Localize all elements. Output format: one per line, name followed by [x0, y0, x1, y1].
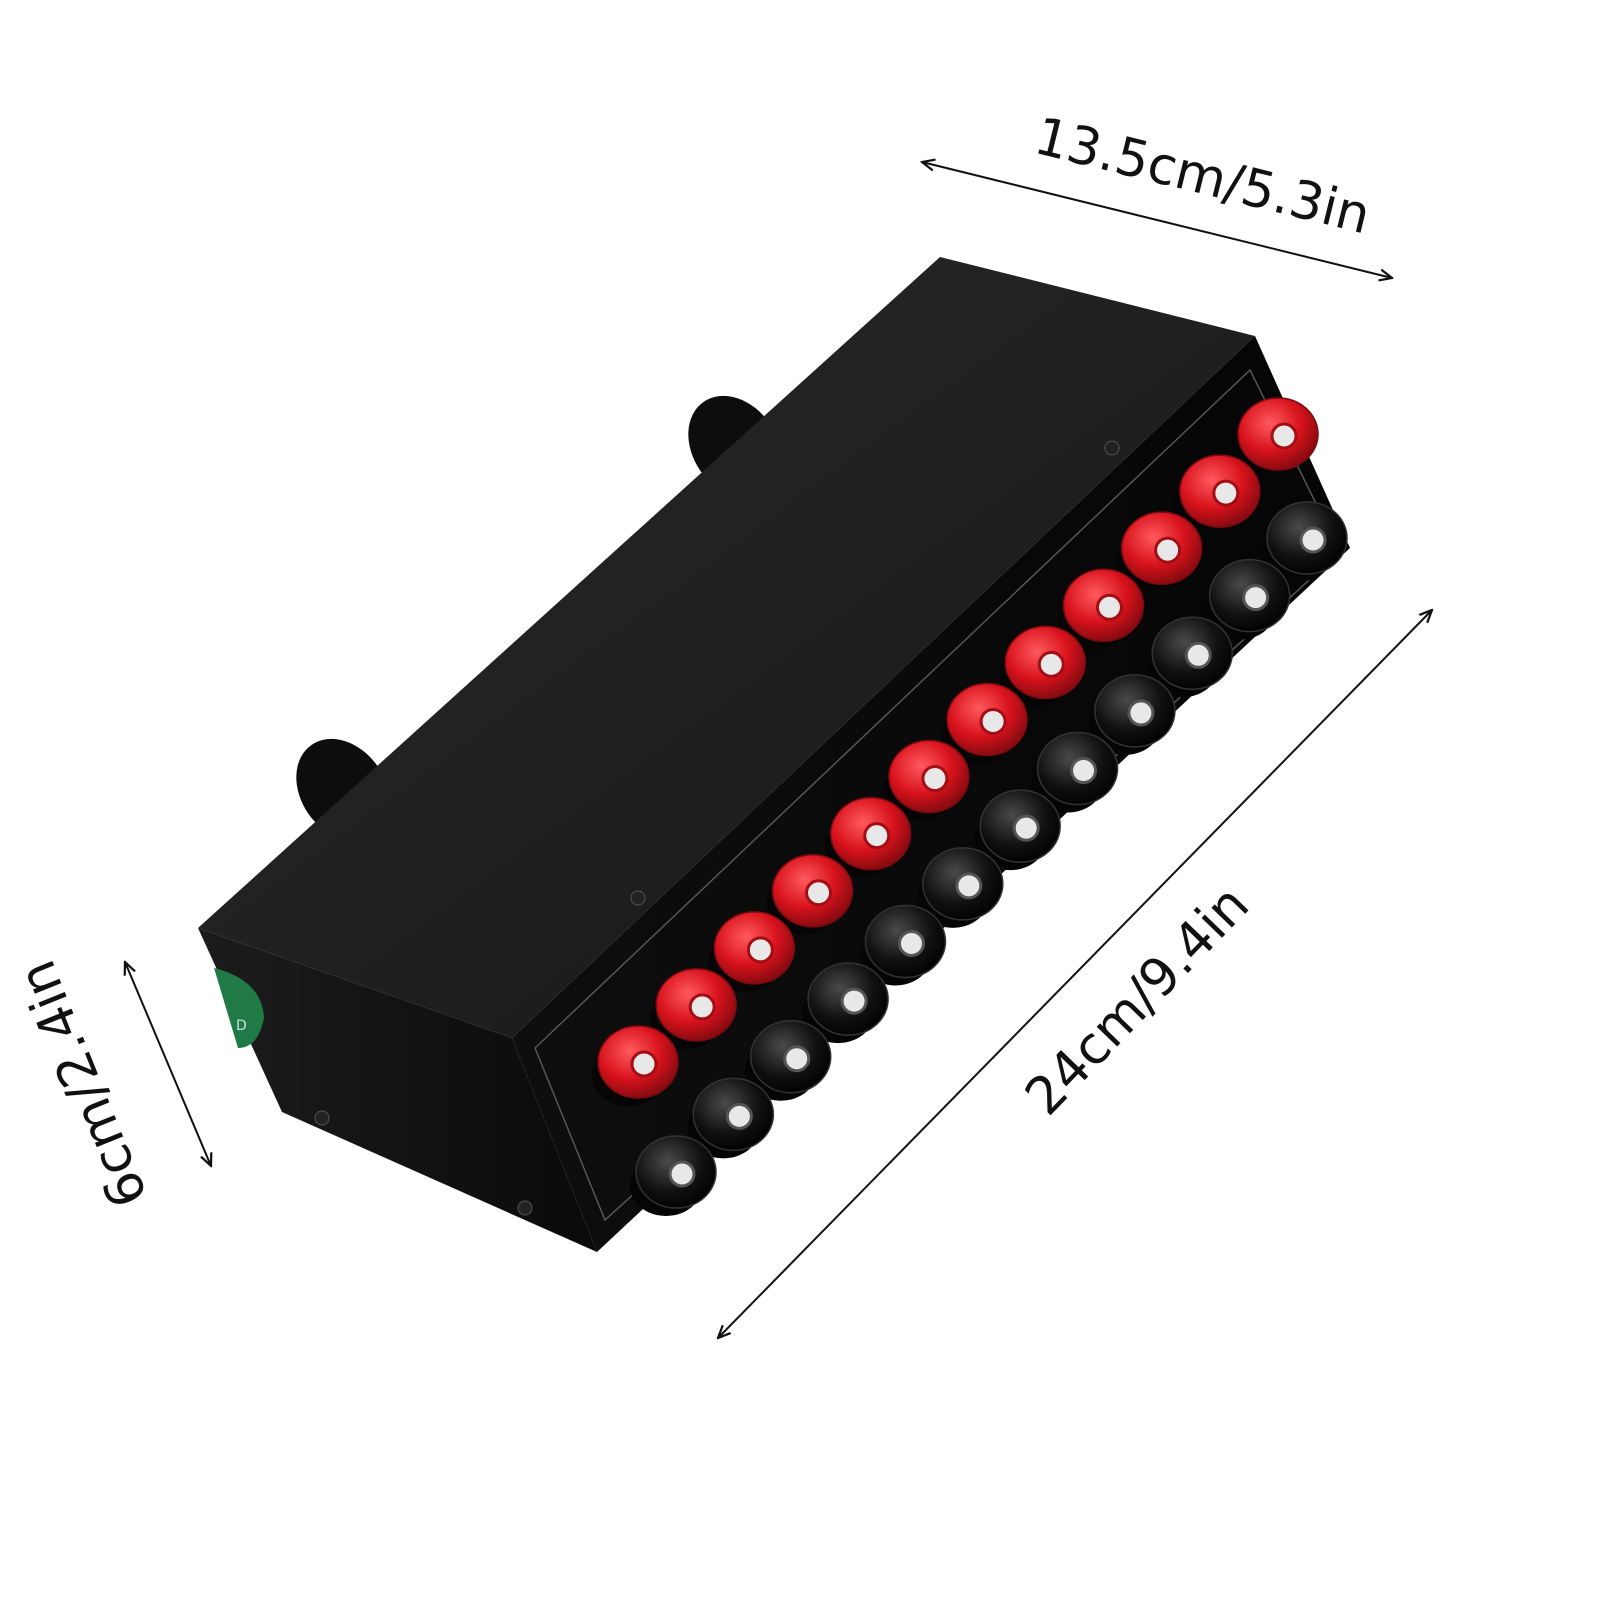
black-terminal	[1088, 674, 1176, 755]
terminal-hole	[668, 1160, 696, 1188]
terminal-hole	[688, 993, 716, 1021]
height-arrow-line	[125, 962, 211, 1166]
red-terminal	[824, 796, 912, 878]
black-terminal	[630, 1135, 717, 1216]
terminal-hole	[1299, 526, 1327, 554]
red-terminal	[1115, 511, 1203, 593]
terminal-hole	[1070, 757, 1098, 785]
speaker-switch-box: D	[198, 257, 1350, 1252]
screw	[630, 890, 646, 906]
width-dimension: 13.5cm/5.3in	[922, 106, 1392, 278]
binding-post-terminals	[592, 397, 1348, 1216]
black-terminal	[802, 962, 889, 1044]
terminal-hole	[1037, 650, 1065, 678]
terminal-hole	[1154, 536, 1182, 564]
screw	[314, 1110, 330, 1126]
red-terminal	[1173, 454, 1261, 536]
red-terminal	[650, 968, 737, 1049]
terminal-hole	[783, 1045, 811, 1073]
terminal-hole	[921, 765, 949, 793]
black-terminal	[1146, 616, 1234, 698]
black-terminal	[1203, 558, 1291, 640]
screw	[517, 1200, 533, 1216]
terminal-hole	[897, 929, 925, 957]
red-terminal	[708, 911, 796, 992]
terminal-hole	[1095, 593, 1123, 621]
terminal-hole	[1212, 479, 1240, 507]
screw	[1104, 440, 1120, 456]
height-dimension: 6cm/2.4in	[7, 952, 211, 1216]
terminal-hole	[1127, 699, 1155, 727]
terminal-hole	[955, 872, 983, 900]
black-terminal	[744, 1019, 832, 1101]
terminal-hole	[1184, 641, 1212, 669]
box-side-face	[198, 928, 597, 1252]
red-terminal	[592, 1025, 679, 1106]
width-label: 13.5cm/5.3in	[1029, 106, 1376, 246]
red-terminal	[1057, 568, 1145, 650]
red-terminal	[941, 682, 1028, 764]
black-terminal	[859, 904, 947, 986]
red-terminal	[999, 625, 1087, 707]
terminal-hole	[1242, 584, 1270, 612]
terminal-hole	[979, 707, 1007, 735]
terminal-hole	[725, 1102, 753, 1130]
terminal-hole	[863, 822, 891, 850]
red-terminal	[1232, 397, 1319, 478]
length-label: 24cm/9.4in	[1014, 875, 1261, 1127]
black-terminal	[1261, 501, 1348, 582]
width-arrow-line	[922, 162, 1392, 278]
black-terminal	[916, 847, 1004, 928]
terminal-hole	[630, 1050, 658, 1078]
green-sticker-mark: D	[236, 1018, 247, 1034]
black-terminal	[687, 1077, 775, 1159]
terminal-hole	[840, 987, 868, 1015]
red-terminal	[882, 739, 970, 821]
length-arrow-line	[718, 610, 1432, 1338]
black-terminal	[974, 789, 1061, 871]
box-top-face	[198, 257, 1255, 1038]
terminal-hole	[746, 936, 774, 964]
red-terminal	[766, 853, 854, 935]
terminal-hole	[805, 879, 833, 907]
green-sticker	[214, 968, 264, 1048]
black-terminal	[1031, 731, 1119, 813]
terminal-hole	[1270, 422, 1298, 450]
terminal-hole	[1012, 814, 1040, 842]
